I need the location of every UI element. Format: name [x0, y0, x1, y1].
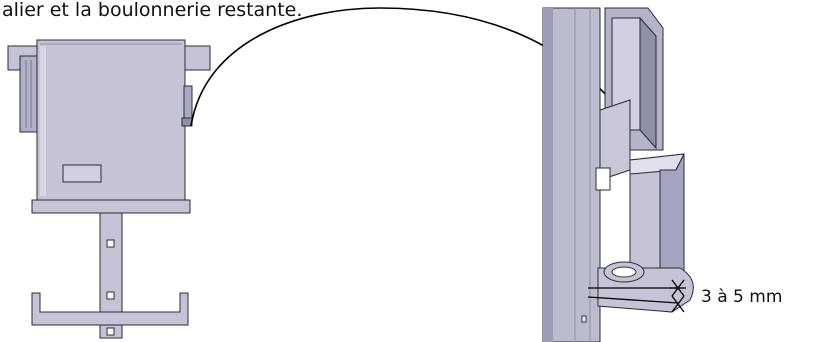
gap-dimension-label: 3 à 5 mm — [701, 287, 783, 307]
bracket-side-detail — [542, 7, 694, 342]
mounting-hole — [611, 266, 637, 278]
hinge-strip — [19, 55, 39, 133]
base-plate — [31, 199, 191, 214]
name-plate — [62, 164, 102, 183]
right-top-rail — [181, 45, 211, 71]
cabinet-body — [36, 39, 186, 201]
hanger-bar — [99, 212, 123, 339]
bottom-u-bracket — [31, 292, 189, 326]
instruction-text: alier et la boulonnerie restante. — [2, 0, 303, 21]
gap-dimension — [587, 279, 686, 313]
cabinet-front-view — [7, 39, 211, 339]
